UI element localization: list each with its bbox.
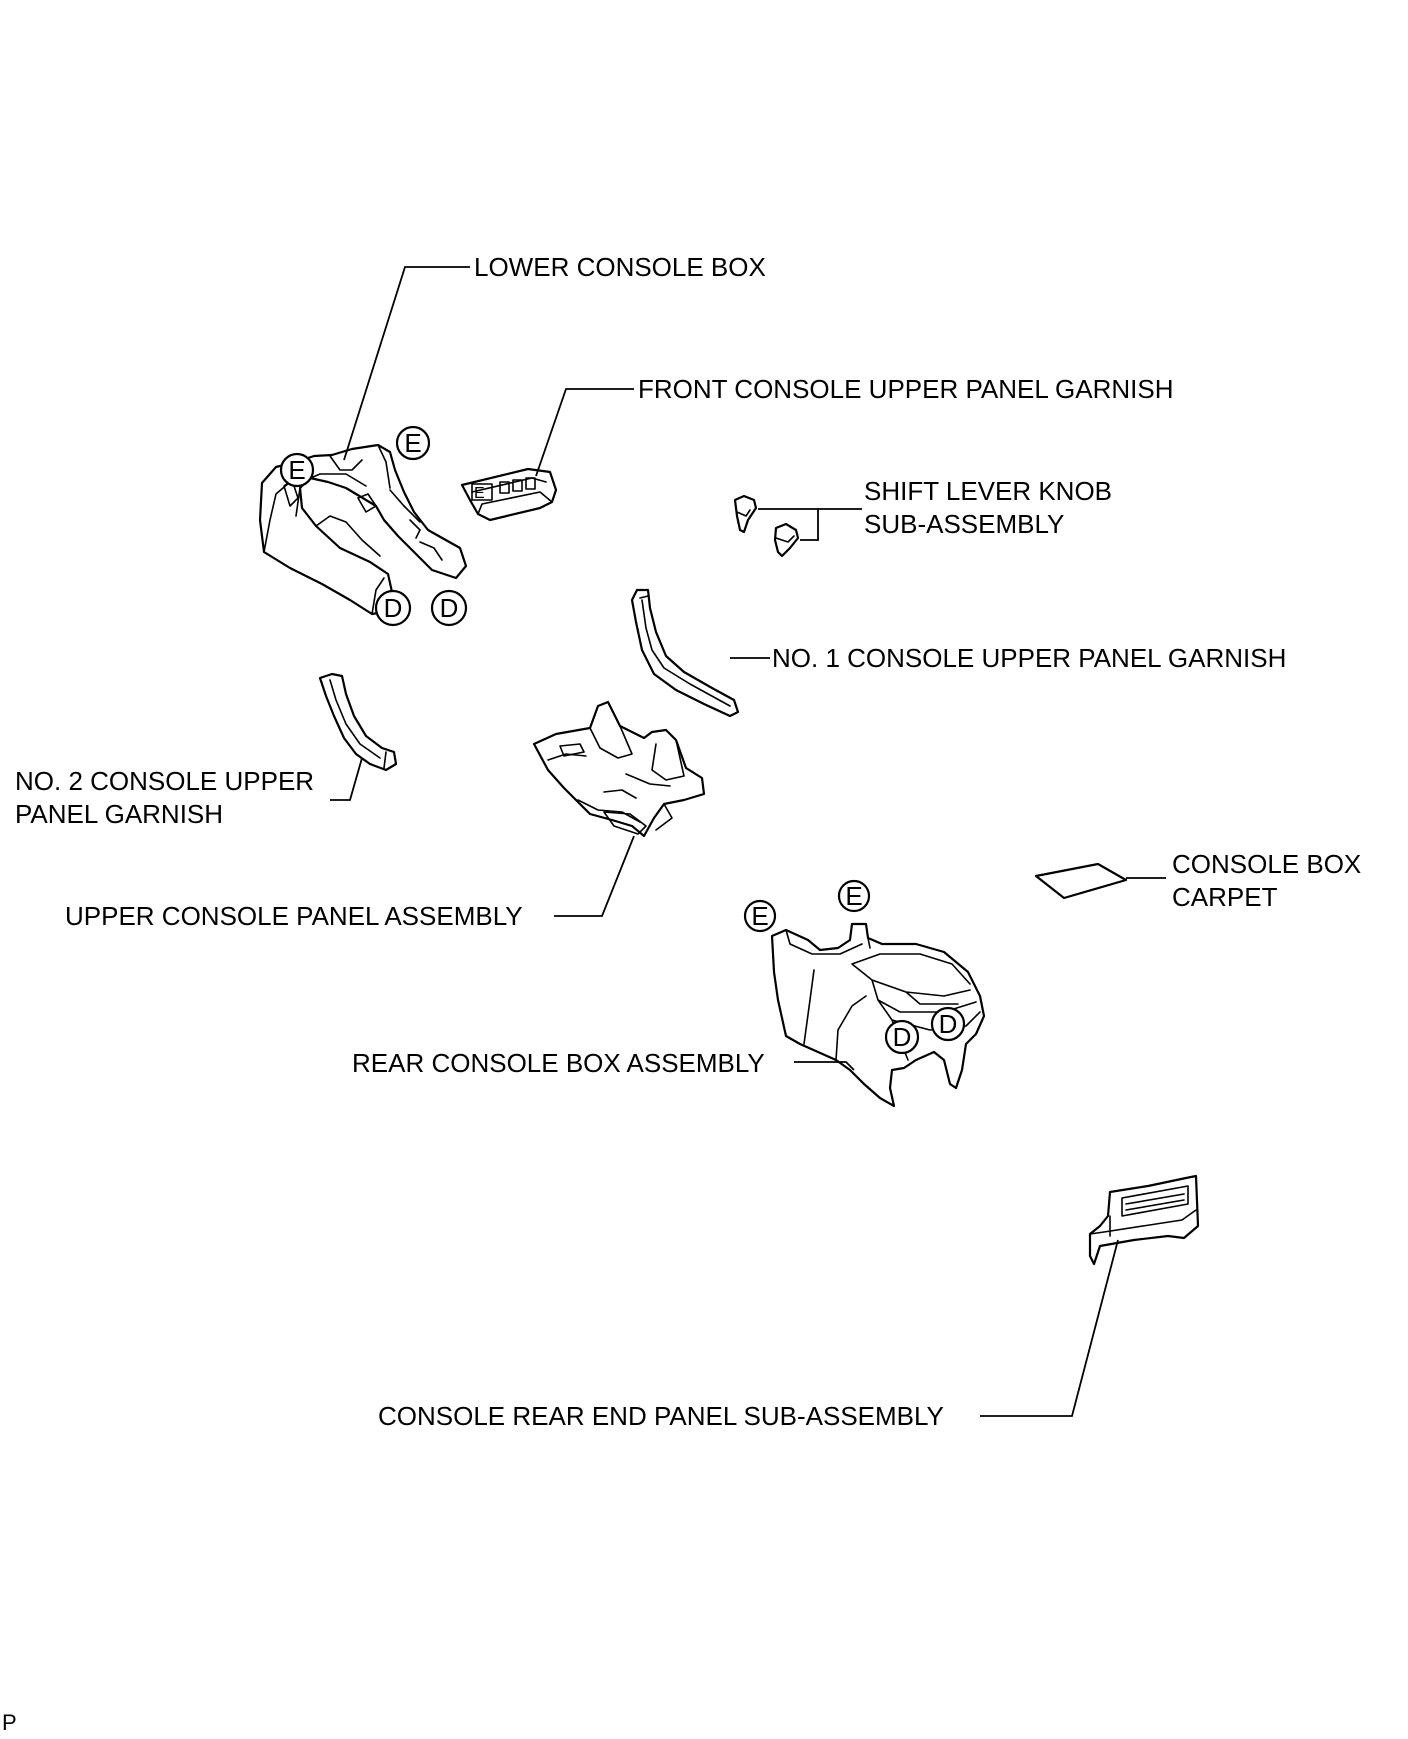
label-no2-console-upper-panel-garnish-line1: NO. 2 CONSOLE UPPER bbox=[15, 766, 314, 796]
label-shift-lever-knob-line1: SHIFT LEVER KNOB bbox=[864, 476, 1112, 506]
garnish-switch-glyph: E bbox=[474, 485, 485, 502]
no1-console-upper-panel-garnish-part bbox=[630, 588, 740, 718]
callout-e-1: E bbox=[279, 452, 315, 488]
label-lower-console-box: LOWER CONSOLE BOX bbox=[474, 252, 766, 282]
leader-lines bbox=[330, 266, 1166, 1417]
label-no1-console-upper-panel-garnish: NO. 1 CONSOLE UPPER PANEL GARNISH bbox=[772, 643, 1286, 673]
upper-console-panel-assembly-part bbox=[532, 700, 706, 838]
callout-e-2: E bbox=[395, 425, 431, 461]
shift-lever-knob-parts bbox=[733, 494, 800, 558]
label-console-rear-end-panel-sub-assembly: CONSOLE REAR END PANEL SUB-ASSEMBLY bbox=[378, 1401, 944, 1431]
console-rear-end-panel-sub-assembly-part bbox=[1088, 1174, 1200, 1266]
label-shift-lever-knob-line2: SUB-ASSEMBLY bbox=[864, 509, 1064, 539]
label-upper-console-panel-assembly: UPPER CONSOLE PANEL ASSEMBLY bbox=[65, 901, 523, 931]
leader-rear-console-box-assembly bbox=[794, 1061, 855, 1071]
leader-lower-console-box bbox=[343, 266, 470, 461]
callout-d-3: D bbox=[884, 1019, 920, 1055]
callout-e-4: E bbox=[837, 879, 871, 913]
callout-e-letter: E bbox=[845, 881, 862, 911]
label-console-box-carpet-line2: CARPET bbox=[1172, 882, 1278, 912]
callout-e-letter: E bbox=[288, 455, 305, 485]
callout-d-letter: D bbox=[440, 593, 459, 623]
leader-console-rear-end-panel-sub-assembly bbox=[980, 1239, 1119, 1417]
callout-e-letter: E bbox=[751, 901, 768, 931]
rear-console-box-assembly-part bbox=[770, 922, 986, 1108]
label-rear-console-box-assembly: REAR CONSOLE BOX ASSEMBLY bbox=[352, 1048, 765, 1078]
leader-no2-console-upper-panel-garnish bbox=[330, 757, 363, 801]
callout-d-1: D bbox=[374, 589, 412, 627]
front-console-upper-panel-garnish-part: E bbox=[460, 467, 558, 522]
callout-d-4: D bbox=[930, 1006, 966, 1042]
leader-upper-console-panel-assembly bbox=[554, 835, 635, 917]
label-no2-console-upper-panel-garnish-line2: PANEL GARNISH bbox=[15, 799, 223, 829]
corner-mark: P bbox=[2, 1710, 17, 1734]
leader-front-console-upper-panel-garnish bbox=[535, 388, 634, 477]
no2-console-upper-panel-garnish-part bbox=[318, 672, 398, 772]
leader-shift-lever-knob bbox=[800, 508, 862, 541]
label-front-console-upper-panel-garnish: FRONT CONSOLE UPPER PANEL GARNISH bbox=[638, 374, 1174, 404]
callout-e-letter: E bbox=[404, 428, 421, 458]
callout-d-letter: D bbox=[939, 1009, 958, 1039]
callout-d-letter: D bbox=[893, 1022, 912, 1052]
label-console-box-carpet-line1: CONSOLE BOX bbox=[1172, 849, 1361, 879]
callout-e-3: E bbox=[743, 899, 777, 933]
console-box-carpet-part bbox=[1034, 862, 1128, 900]
callout-d-letter: D bbox=[384, 593, 403, 623]
callout-d-2: D bbox=[430, 589, 468, 627]
